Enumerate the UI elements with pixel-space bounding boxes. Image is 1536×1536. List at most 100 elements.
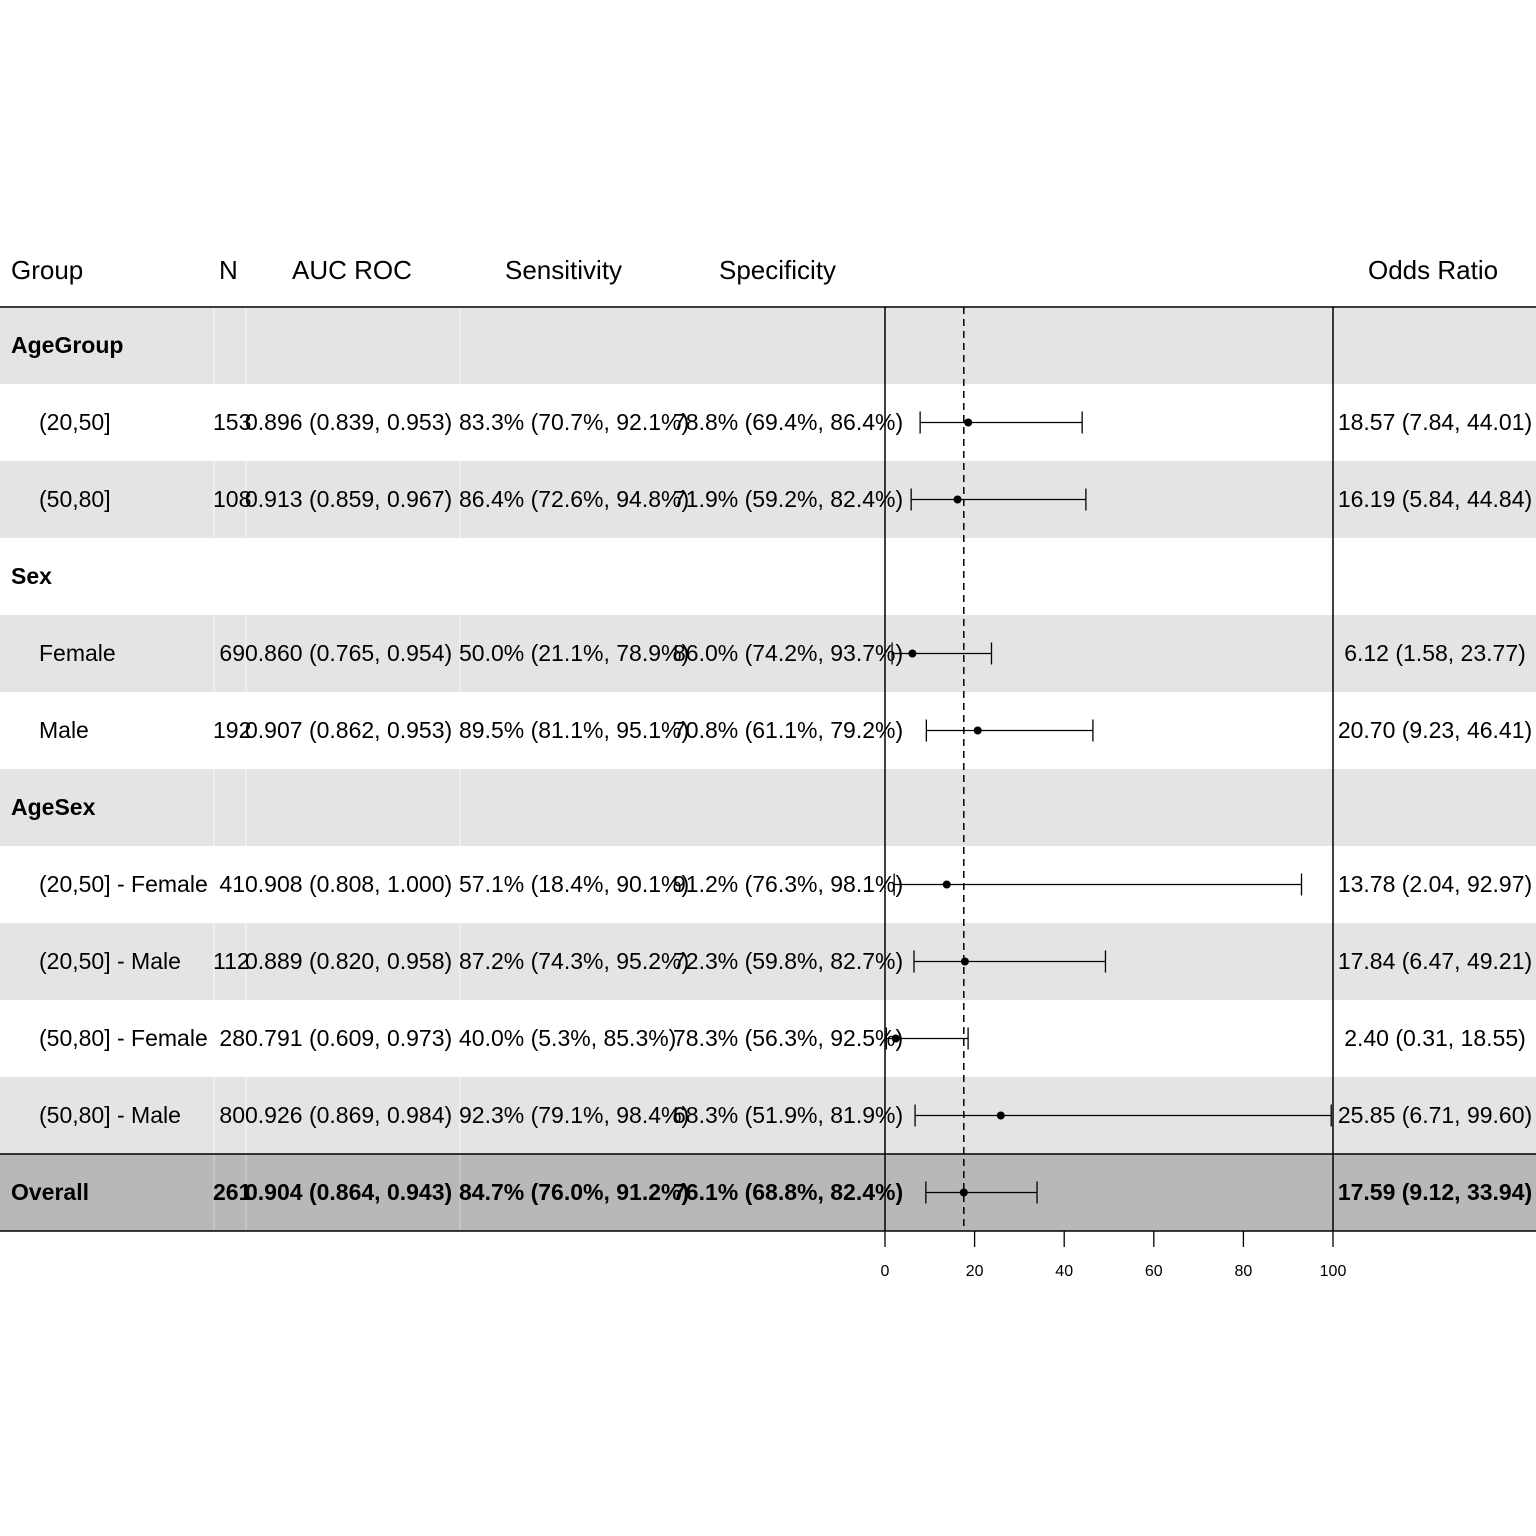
cell-group: Female: [39, 640, 116, 666]
point-estimate: [973, 726, 982, 735]
cell-specificity: 71.9% (59.2%, 82.4%): [673, 486, 904, 512]
cell-auc: 0.913 (0.859, 0.967): [245, 486, 453, 512]
column-separator: [459, 307, 461, 384]
column-separator: [245, 307, 247, 384]
column-separator: [213, 615, 215, 692]
cell-auc: 0.889 (0.820, 0.958): [245, 948, 453, 974]
cell-auc: 0.907 (0.862, 0.953): [245, 717, 453, 743]
cell-specificity: 78.3% (56.3%, 92.5%): [673, 1025, 904, 1051]
cell-odds-ratio: 18.57 (7.84, 44.01): [1337, 409, 1533, 435]
column-separator: [213, 1077, 215, 1154]
cell-odds-ratio: 6.12 (1.58, 23.77): [1344, 640, 1526, 666]
x-tick-label: 20: [966, 1263, 984, 1280]
column-separator: [245, 1154, 247, 1231]
cell-auc: 0.926 (0.869, 0.984): [245, 1102, 453, 1128]
point-estimate: [942, 880, 951, 889]
cell-sensitivity: 86.4% (72.6%, 94.8%): [459, 486, 690, 512]
point-estimate: [953, 495, 962, 504]
cell-group: Overall: [11, 1179, 89, 1205]
cell-group: (50,80] - Male: [39, 1102, 181, 1128]
cell-n: 192: [213, 717, 252, 743]
cell-specificity: 70.8% (61.1%, 79.2%): [673, 717, 904, 743]
cell-sensitivity: 84.7% (76.0%, 91.2%): [459, 1179, 690, 1205]
x-tick-label: 40: [1055, 1263, 1073, 1280]
cell-auc: 0.860 (0.765, 0.954): [245, 640, 453, 666]
x-tick-label: 0: [881, 1263, 890, 1280]
section-row: Sex: [0, 538, 1536, 615]
column-separator: [459, 1154, 461, 1231]
cell-specificity: 86.0% (74.2%, 93.7%): [673, 640, 904, 666]
section-label: AgeSex: [11, 794, 96, 820]
column-separator: [245, 769, 247, 846]
cell-group: (20,50]: [39, 409, 111, 435]
cell-specificity: 91.2% (76.3%, 98.1%): [673, 871, 904, 897]
section-row: AgeGroup: [0, 307, 1536, 384]
column-separator: [459, 769, 461, 846]
cell-group: (20,50] - Male: [39, 948, 181, 974]
cell-sensitivity: 92.3% (79.1%, 98.4%): [459, 1102, 690, 1128]
cell-group: Male: [39, 717, 89, 743]
header-group: Group: [11, 255, 84, 285]
cell-n: 28: [219, 1025, 245, 1051]
cell-auc: 0.908 (0.808, 1.000): [245, 871, 453, 897]
column-separator: [245, 461, 247, 538]
column-separator: [459, 461, 461, 538]
point-estimate: [964, 418, 973, 427]
cell-specificity: 72.3% (59.8%, 82.7%): [673, 948, 904, 974]
point-estimate: [891, 1034, 900, 1043]
cell-n: 108: [213, 486, 252, 512]
column-separator: [213, 461, 215, 538]
cell-odds-ratio: 17.59 (9.12, 33.94): [1337, 1179, 1533, 1205]
point-estimate: [996, 1111, 1005, 1120]
point-estimate: [908, 649, 917, 658]
cell-odds-ratio: 17.84 (6.47, 49.21): [1337, 948, 1533, 974]
column-separator: [245, 1077, 247, 1154]
cell-odds-ratio: 13.78 (2.04, 92.97): [1337, 871, 1533, 897]
x-tick-label: 100: [1320, 1263, 1347, 1280]
cell-odds-ratio: 2.40 (0.31, 18.55): [1344, 1025, 1526, 1051]
cell-sensitivity: 57.1% (18.4%, 90.1%): [459, 871, 690, 897]
section-label: Sex: [11, 563, 52, 589]
header-n: N: [219, 255, 238, 285]
cell-n: 41: [219, 871, 245, 897]
cell-n: 69: [219, 640, 245, 666]
cell-odds-ratio: 20.70 (9.23, 46.41): [1337, 717, 1533, 743]
cell-specificity: 78.8% (69.4%, 86.4%): [673, 409, 904, 435]
cell-specificity: 68.3% (51.9%, 81.9%): [673, 1102, 904, 1128]
header-auc: AUC ROC: [292, 255, 412, 285]
cell-sensitivity: 83.3% (70.7%, 92.1%): [459, 409, 690, 435]
cell-group: (20,50] - Female: [39, 871, 208, 897]
cell-n: 261: [213, 1179, 252, 1205]
cell-auc: 0.791 (0.609, 0.973): [245, 1025, 453, 1051]
cell-auc: 0.896 (0.839, 0.953): [245, 409, 453, 435]
cell-n: 80: [219, 1102, 245, 1128]
x-tick-label: 60: [1145, 1263, 1163, 1280]
header-specificity: Specificity: [719, 255, 837, 285]
section-row: AgeSex: [0, 769, 1536, 846]
column-separator: [213, 1154, 215, 1231]
column-separator: [245, 923, 247, 1000]
x-tick-label: 80: [1235, 1263, 1253, 1280]
header-odds-ratio: Odds Ratio: [1368, 255, 1499, 285]
column-separator: [459, 923, 461, 1000]
column-separator: [459, 1077, 461, 1154]
cell-group: (50,80]: [39, 486, 111, 512]
column-separator: [213, 923, 215, 1000]
column-separator: [245, 615, 247, 692]
cell-n: 153: [213, 409, 252, 435]
cell-odds-ratio: 16.19 (5.84, 44.84): [1337, 486, 1533, 512]
cell-n: 112: [213, 948, 250, 974]
cell-auc: 0.904 (0.864, 0.943): [245, 1179, 453, 1205]
point-estimate: [959, 1188, 968, 1197]
cell-specificity: 76.1% (68.8%, 82.4%): [673, 1179, 904, 1205]
cell-sensitivity: 40.0% (5.3%, 85.3%): [459, 1025, 677, 1051]
